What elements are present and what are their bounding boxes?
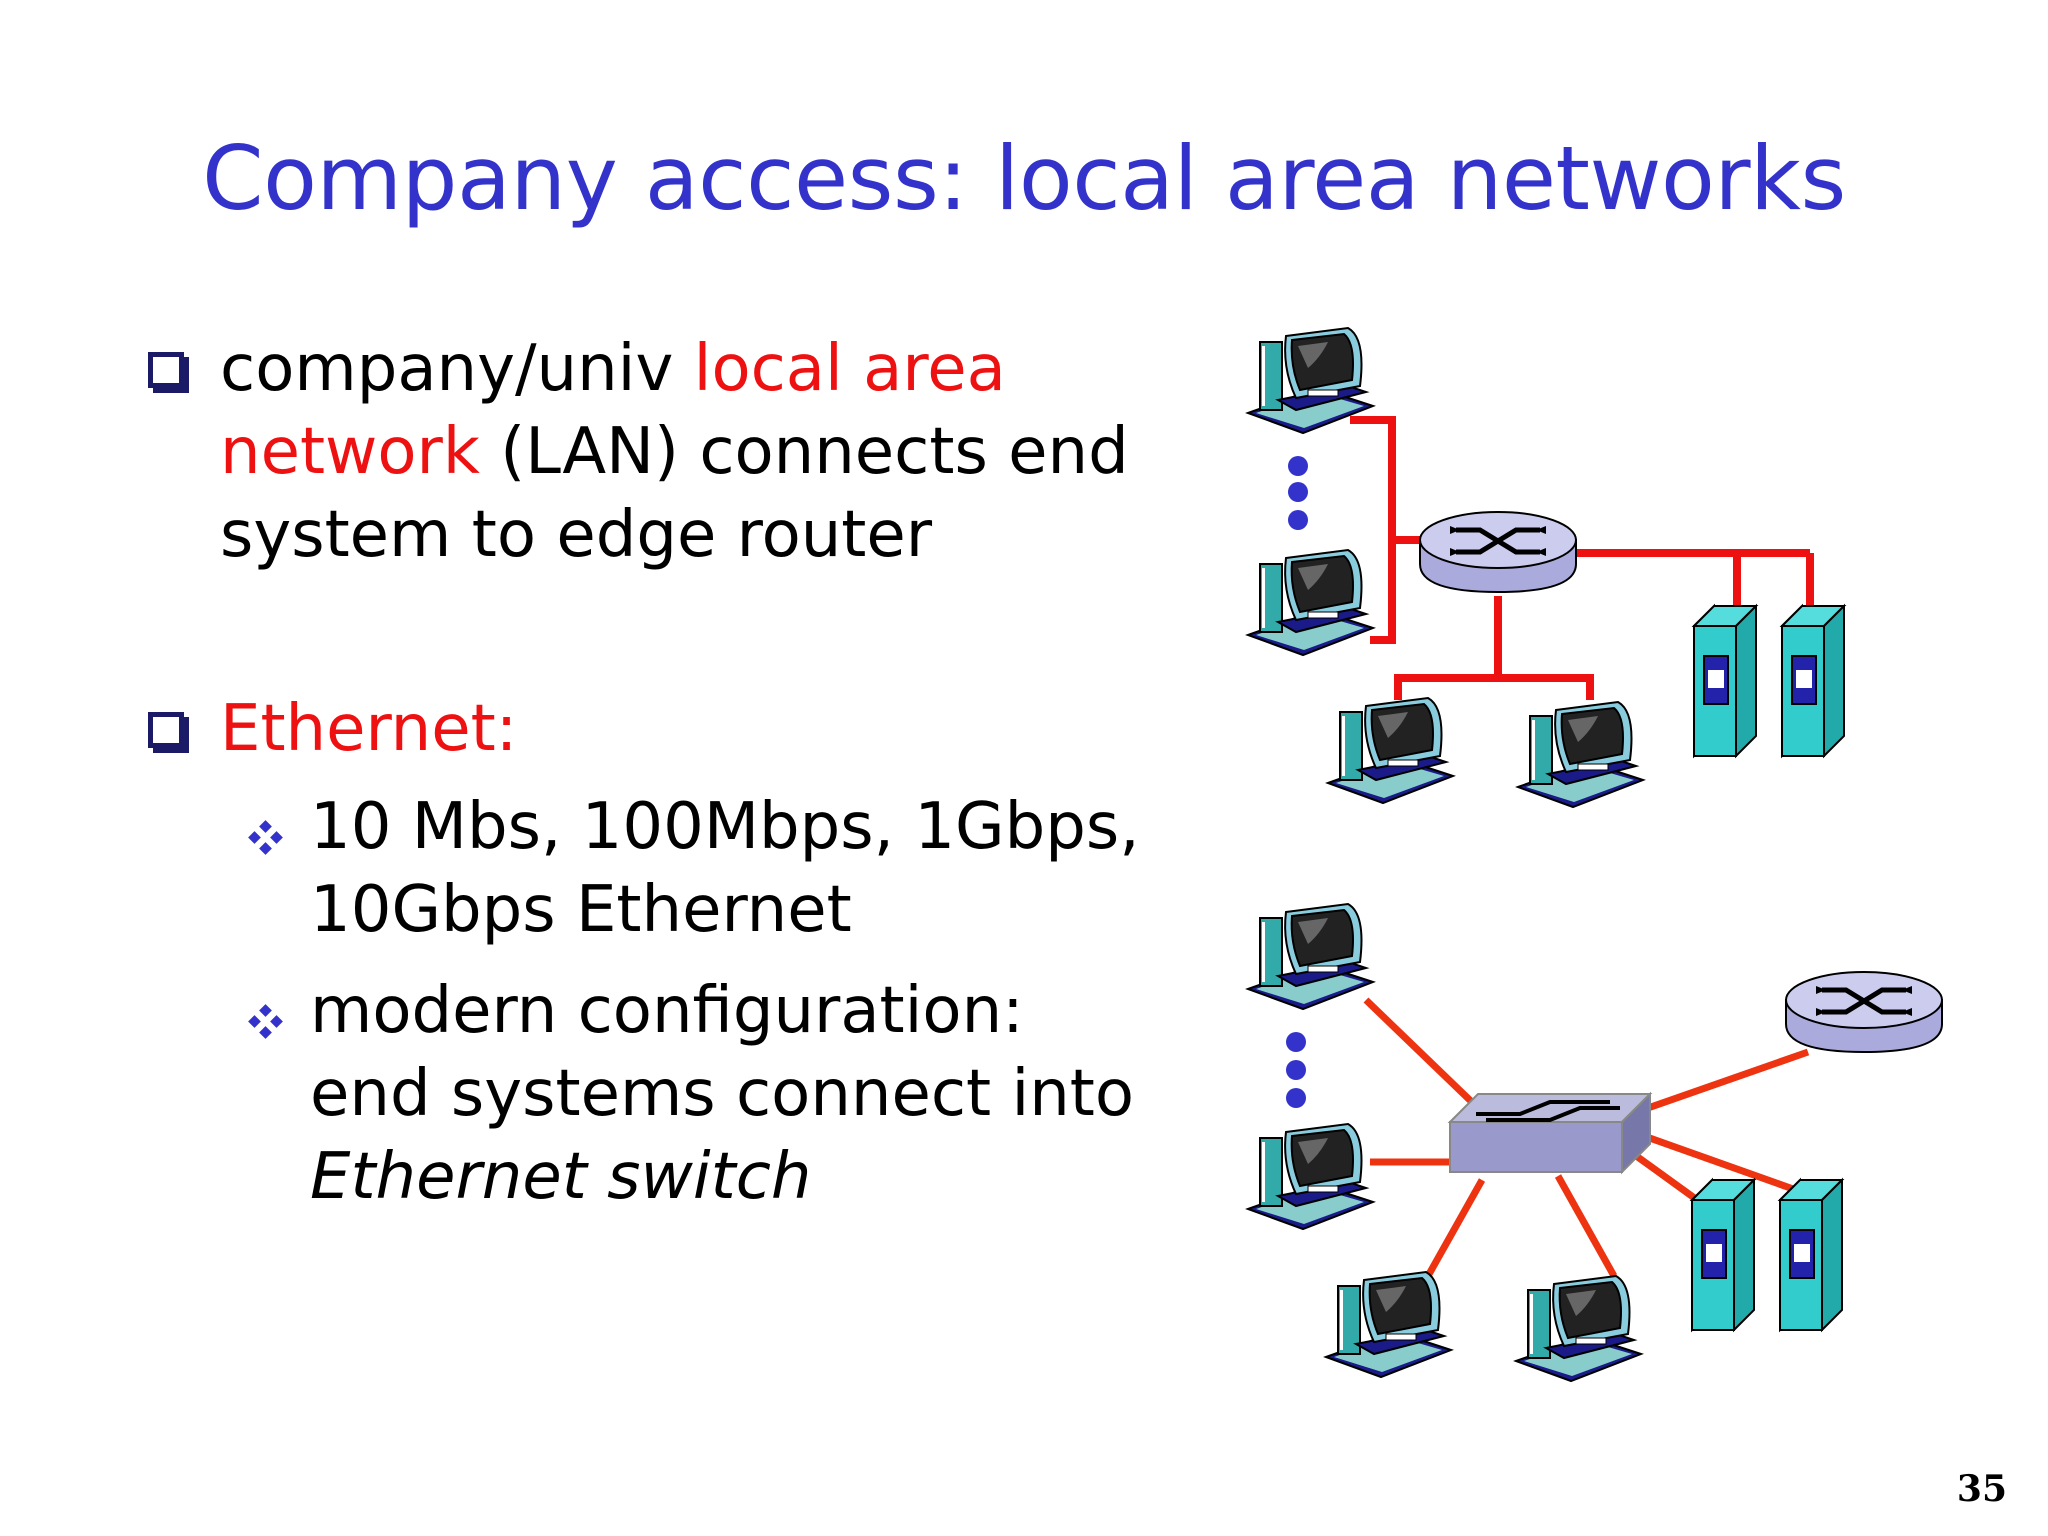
- checkbox-bullet-icon: [148, 352, 184, 388]
- speeds-line-2: 10Gbps Ethernet: [310, 873, 852, 947]
- router-icon: [1420, 512, 1576, 592]
- bullet-lan-text: company/univ: [220, 332, 694, 406]
- speeds-line-1: 10 Mbs, 100Mbps, 1Gbps,: [310, 790, 1140, 864]
- ethernet-switch-icon: [1448, 1092, 1652, 1174]
- server-icon: [1693, 605, 1757, 757]
- bullet-ethernet-label: Ethernet:: [220, 692, 518, 766]
- bullet-lan-text-3: system to edge router: [220, 498, 933, 572]
- bullet-lan-text-2: (LAN) connects end: [479, 415, 1129, 489]
- computer-icon: [1327, 697, 1454, 804]
- highlight-network: network: [220, 415, 480, 489]
- page-number: 35: [1956, 1468, 2007, 1510]
- server-icon: [1781, 605, 1845, 757]
- router-icon: [1786, 972, 1942, 1052]
- computer-icon: [1247, 1123, 1374, 1230]
- bottom-lan-links: [1363, 997, 1810, 1278]
- modern-line-2: end systems connect into: [310, 1057, 1135, 1131]
- computer-icon: [1515, 1275, 1642, 1382]
- computer-icon: [1325, 1271, 1452, 1378]
- ellipsis-dots: [1288, 456, 1308, 530]
- computer-icon: [1247, 903, 1374, 1010]
- computer-icon: [1517, 701, 1644, 808]
- ellipsis-dots: [1286, 1032, 1306, 1108]
- computer-icon: [1247, 549, 1374, 656]
- highlight-local-area: local area: [693, 332, 1006, 406]
- slide-title: Company access: local area networks: [202, 127, 1846, 230]
- modern-line-3: Ethernet switch: [310, 1140, 812, 1214]
- modern-line-1: modern configuration:: [310, 974, 1024, 1048]
- server-icon: [1779, 1179, 1843, 1331]
- bullet-ethernet: Ethernet:: [142, 688, 517, 771]
- server-icon: [1691, 1179, 1755, 1331]
- sub-bullet-modern: modern configuration: end systems connec…: [240, 970, 1140, 1219]
- top-lan-links: [1350, 416, 1814, 700]
- sub-bullet-speeds: 10 Mbs, 100Mbps, 1Gbps, 10Gbps Ethernet: [240, 786, 1140, 952]
- checkbox-bullet-icon: [148, 712, 184, 748]
- bullet-lan: company/univ local area network (LAN) co…: [142, 328, 1142, 577]
